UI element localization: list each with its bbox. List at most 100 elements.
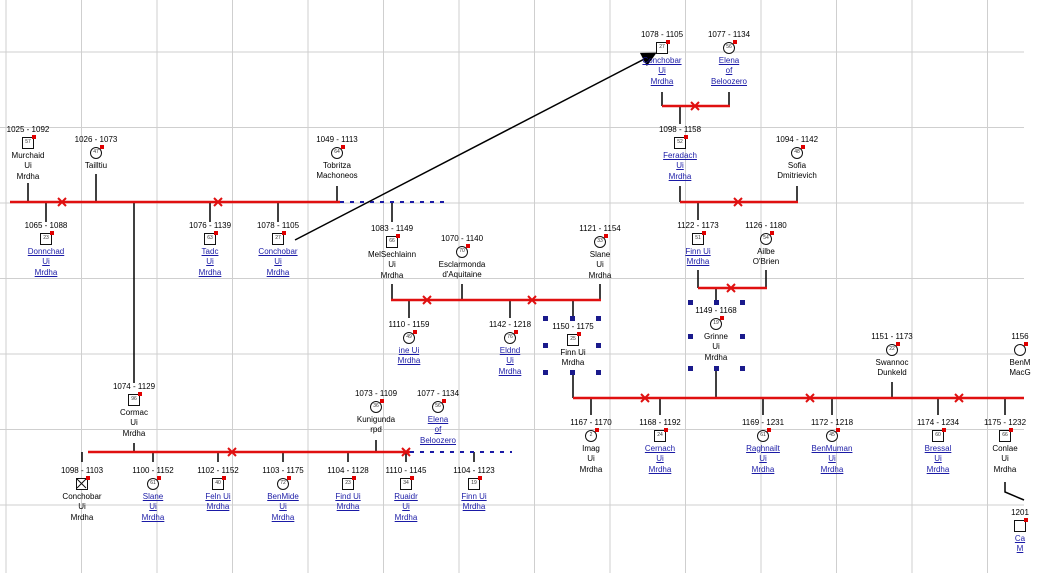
- person-name-link[interactable]: Mrdha: [198, 267, 222, 277]
- person-name-link[interactable]: Cernach: [644, 443, 676, 453]
- female-person-icon[interactable]: 56: [723, 39, 737, 54]
- male-person-icon[interactable]: 27: [272, 230, 286, 245]
- selection-handle[interactable]: [714, 300, 719, 305]
- female-person-icon[interactable]: 19: [710, 315, 724, 330]
- person-name-link[interactable]: Ruaidr: [394, 491, 418, 501]
- person-name-link[interactable]: Mrdha: [751, 464, 775, 474]
- male-person-icon[interactable]: 52: [674, 134, 688, 149]
- person-name-link[interactable]: Ui: [658, 66, 666, 75]
- person-name-link[interactable]: Tadc: [201, 246, 219, 256]
- female-person-icon[interactable]: 61: [147, 475, 161, 490]
- male-person-icon[interactable]: [1014, 517, 1028, 532]
- person-name-link[interactable]: Elena: [427, 414, 449, 424]
- selection-handle[interactable]: [714, 366, 719, 371]
- male-person-icon[interactable]: 27: [656, 39, 670, 54]
- selection-handle[interactable]: [543, 370, 548, 375]
- male-person-icon[interactable]: 96: [128, 391, 142, 406]
- person-name-link[interactable]: Mrdha: [820, 464, 844, 474]
- female-person-icon[interactable]: 22: [886, 341, 900, 356]
- male-person-icon[interactable]: 19: [468, 475, 482, 490]
- person-name-link[interactable]: BenMuman: [811, 443, 853, 453]
- selection-handle[interactable]: [570, 370, 575, 375]
- selection-handle[interactable]: [596, 370, 601, 375]
- male-person-icon[interactable]: 25: [567, 331, 581, 346]
- person-name-link[interactable]: Mrdha: [336, 502, 360, 511]
- person-name-link[interactable]: Conchobar: [258, 246, 298, 256]
- male-person-icon[interactable]: 51: [692, 230, 706, 245]
- person-name-link[interactable]: Mrdha: [141, 512, 165, 522]
- male-person-icon[interactable]: 66: [999, 427, 1013, 442]
- person-name-link[interactable]: Ui: [934, 454, 942, 463]
- female-person-icon[interactable]: 76: [504, 329, 518, 344]
- person-name-link[interactable]: Mrdha: [397, 356, 421, 365]
- person-name-link[interactable]: Find Ui: [335, 491, 361, 501]
- female-person-icon[interactable]: 72: [277, 475, 291, 490]
- person-name-link[interactable]: Ui: [274, 257, 282, 266]
- female-person-icon[interactable]: 33: [594, 233, 608, 248]
- person-name-link[interactable]: BenMide: [267, 491, 299, 501]
- person-name-link[interactable]: Mrdha: [668, 171, 692, 181]
- person-name-link[interactable]: of: [434, 425, 442, 434]
- female-person-icon[interactable]: 45: [826, 427, 840, 442]
- person-name-link[interactable]: Mrdha: [206, 502, 230, 511]
- female-person-icon[interactable]: 48: [791, 144, 805, 159]
- female-person-icon[interactable]: 2: [585, 427, 599, 442]
- person-name-link[interactable]: Feln Ui: [205, 491, 231, 501]
- person-name-link[interactable]: Mrdha: [271, 512, 295, 522]
- person-name-link[interactable]: Mrdha: [648, 464, 672, 474]
- person-name-link[interactable]: Feradach: [663, 150, 697, 160]
- person-name-link[interactable]: Beloozero: [710, 76, 748, 86]
- female-person-icon[interactable]: 64: [331, 144, 345, 159]
- male-person-icon[interactable]: 24: [654, 427, 668, 442]
- person-name-link[interactable]: Ui: [206, 257, 214, 266]
- female-person-icon[interactable]: 36: [370, 398, 384, 413]
- person-name-link[interactable]: Ui: [676, 161, 684, 170]
- male-person-icon[interactable]: 34: [400, 475, 414, 490]
- female-person-icon[interactable]: 47: [90, 144, 104, 159]
- selection-handle[interactable]: [688, 366, 693, 371]
- female-person-icon[interactable]: 61: [757, 427, 771, 442]
- person-name-link[interactable]: Raghnailt: [746, 443, 780, 453]
- person-name-link[interactable]: Ui: [828, 454, 836, 463]
- male-person-icon[interactable]: 23: [342, 475, 356, 490]
- person-name-link[interactable]: Mrdha: [266, 267, 290, 277]
- navigation-arrow[interactable]: [294, 52, 657, 241]
- male-person-icon[interactable]: 63: [204, 230, 218, 245]
- selection-handle[interactable]: [543, 343, 548, 348]
- person-name-link[interactable]: Mrdha: [926, 464, 950, 474]
- female-person-icon[interactable]: 56: [432, 398, 446, 413]
- selection-handle[interactable]: [543, 316, 548, 321]
- male-person-icon[interactable]: 66: [386, 233, 400, 248]
- person-name-link[interactable]: Bressal: [924, 443, 952, 453]
- female-person-icon[interactable]: 54: [760, 230, 774, 245]
